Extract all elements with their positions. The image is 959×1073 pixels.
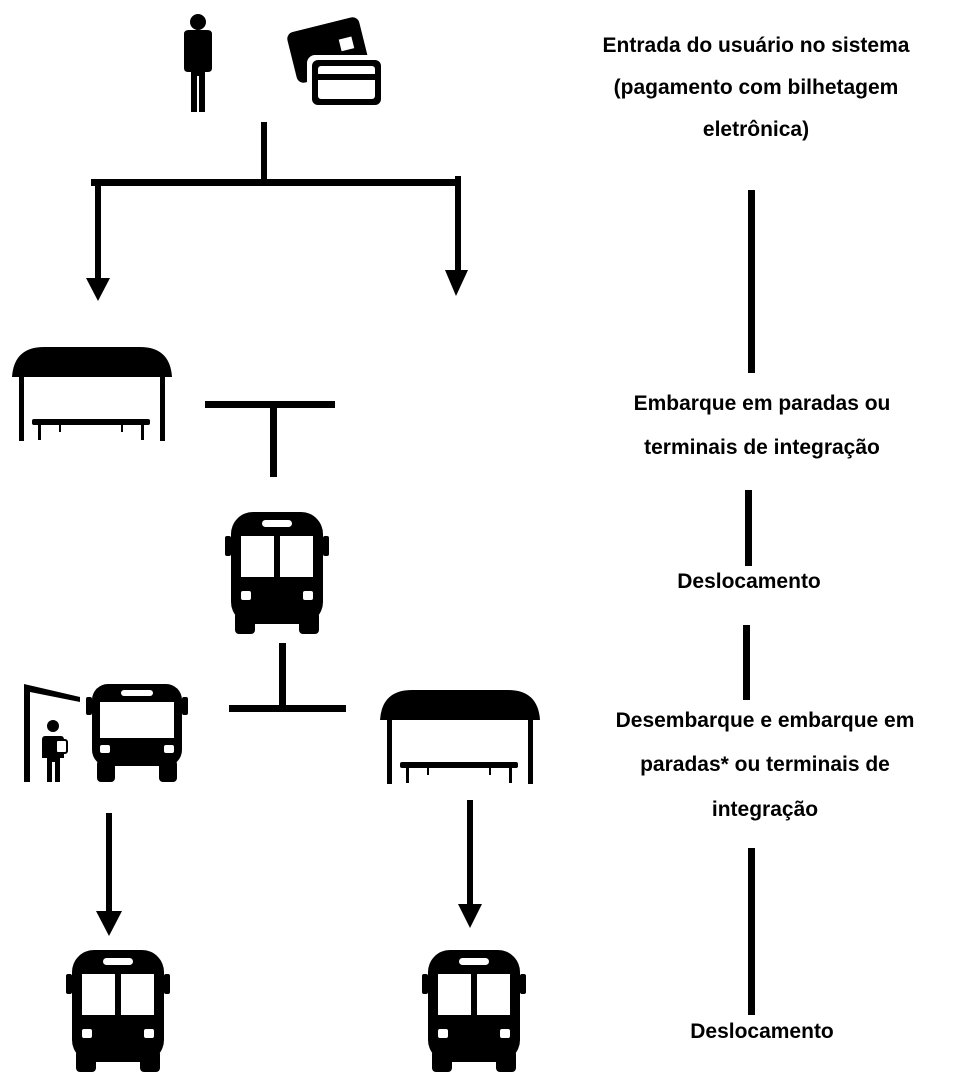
person-icon	[184, 14, 212, 112]
boarding-connector	[205, 401, 335, 477]
step-separator	[743, 625, 750, 700]
bus-icon	[422, 950, 526, 1072]
step-boarding-line-1: Embarque em paradas ou	[634, 392, 891, 415]
step-transfer-line-2: paradas* ou terminais de	[640, 753, 890, 776]
bus-stop-shelter-icon	[12, 347, 172, 441]
bus-icon	[225, 512, 329, 634]
step-travel-final: Deslocamento	[690, 1020, 834, 1043]
down-arrow-icon	[96, 813, 122, 936]
step-boarding-line-2: terminais de integração	[644, 436, 880, 459]
transfer-connector	[229, 643, 346, 712]
step-travel-line-1: Deslocamento	[677, 570, 821, 593]
step-boarding: Embarque em paradas ou terminais de inte…	[634, 392, 891, 459]
bus-stop-shelter-icon	[380, 690, 540, 784]
step-entry-line-1: Entrada do usuário no sistema	[603, 34, 910, 57]
down-arrow-icon	[458, 800, 482, 928]
step-travel: Deslocamento	[677, 570, 821, 593]
entry-branch-connector	[86, 122, 468, 301]
payment-cards-icon	[287, 17, 386, 110]
step-transfer: Desembarque e embarque em paradas* ou te…	[616, 709, 915, 821]
step-separator	[748, 190, 755, 373]
step-travel-final-line-1: Deslocamento	[690, 1020, 834, 1043]
step-transfer-line-3: integração	[712, 798, 818, 821]
step-separator	[745, 490, 752, 566]
step-transfer-line-1: Desembarque e embarque em	[616, 709, 915, 732]
bus-icon	[66, 950, 170, 1072]
person-at-bus-stop-icon	[24, 684, 188, 782]
step-separator	[748, 848, 755, 1015]
step-entry: Entrada do usuário no sistema (pagamento…	[603, 34, 910, 141]
step-entry-line-2: (pagamento com bilhetagem	[614, 76, 899, 99]
step-entry-line-3: eletrônica)	[703, 118, 809, 141]
